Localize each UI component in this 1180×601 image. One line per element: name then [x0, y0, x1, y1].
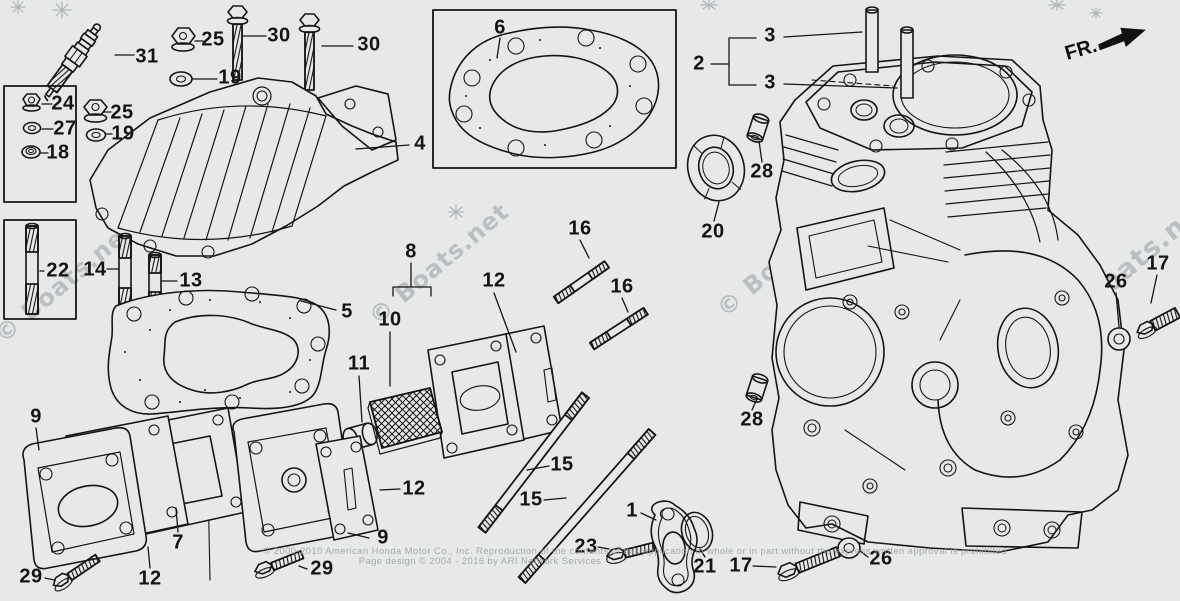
bolt-29-left [52, 553, 101, 592]
flange-bolt-30-right [298, 13, 321, 91]
footer-copyright-line: © 2000-2010 American Honda Motor Co., In… [263, 546, 1007, 557]
part-label-19: 19 [111, 122, 135, 145]
cooling-fins [781, 134, 1059, 243]
part-label-23: 23 [574, 535, 598, 558]
part-label-15: 15 [519, 488, 543, 511]
part-label-16: 16 [568, 217, 592, 240]
dowel-pin-28-top [746, 113, 770, 143]
detail-boxes [3, 9, 677, 320]
footer-page-design-line: Page design © 2004 - 2016 by ARI Network… [358, 556, 602, 567]
dowel-pin-28-bottom [745, 373, 769, 403]
part-label-6: 6 [494, 16, 506, 39]
part-label-15: 15 [550, 453, 574, 476]
part-label-18: 18 [46, 141, 70, 164]
head-gasket-5 [107, 286, 331, 415]
head-cover-gasket-6 [448, 26, 660, 159]
fr-arrow-icon [1098, 27, 1147, 51]
part-label-3: 3 [764, 71, 776, 94]
part-label-11: 11 [347, 352, 371, 375]
part-label-14: 14 [83, 258, 107, 281]
stud-15-upper [477, 391, 590, 534]
part-label-12: 12 [138, 567, 162, 590]
washer-27 [22, 121, 42, 135]
reed-cover-9-left [22, 426, 148, 570]
flange-nut-25-mid [83, 99, 108, 123]
reed-valve-10 [367, 387, 443, 455]
part-label-16: 16 [610, 275, 634, 298]
part-label-9: 9 [377, 526, 389, 549]
part-label-26: 26 [1104, 270, 1128, 293]
bolt-29-right [254, 550, 305, 579]
stud-15-lower [517, 428, 657, 584]
flange-bolt-30-left [226, 5, 249, 81]
part-label-28: 28 [750, 160, 774, 183]
washer-26-bottom [837, 537, 861, 559]
nut-24 [22, 93, 41, 112]
part-label-26: 26 [869, 547, 893, 570]
reed-valve-plate [427, 333, 525, 459]
reed-gasket-12-right [315, 435, 379, 541]
part-label-20: 20 [701, 220, 725, 243]
part-label-19: 19 [218, 66, 242, 89]
part-label-29: 29 [19, 565, 43, 588]
part-label-13: 13 [179, 269, 203, 292]
part-label-3: 3 [764, 24, 776, 47]
gasket-stipple [124, 299, 311, 403]
stud-22 [25, 222, 39, 315]
part-label-21: 21 [693, 555, 717, 578]
part-label-1: 1 [626, 499, 638, 522]
washer-19-top [169, 71, 193, 87]
part-label-7: 7 [172, 531, 184, 554]
leader-lines [35, 31, 1158, 581]
flange-nut-25-top [171, 27, 196, 52]
part-label-2: 2 [693, 52, 705, 75]
part-label-31: 31 [135, 45, 159, 68]
part-label-29: 29 [310, 557, 334, 580]
part-label-17: 17 [729, 554, 753, 577]
washer-18 [21, 145, 41, 159]
part-label-12: 12 [402, 477, 426, 500]
detail-box-nuts [3, 85, 77, 203]
watermark-flourish [10, 0, 1103, 220]
part-label-30: 30 [267, 24, 291, 47]
cylinder-head-cover-4 [89, 77, 399, 259]
part-label-25: 25 [201, 28, 225, 51]
part-label-22: 22 [46, 259, 70, 282]
o-ring-21 [680, 511, 714, 553]
part-label-9: 9 [30, 405, 42, 428]
part-label-30: 30 [357, 33, 381, 56]
cylinder-block-drawing [768, 54, 1129, 553]
detail-box-stud [3, 219, 77, 320]
part-label-8: 8 [405, 240, 417, 263]
part-label-28: 28 [740, 408, 764, 431]
washer-19-mid [85, 128, 107, 142]
part-label-4: 4 [414, 132, 426, 155]
stud-16-lower [589, 306, 649, 351]
part-label-17: 17 [1146, 252, 1170, 275]
part-label-12: 12 [482, 269, 506, 292]
part-label-5: 5 [341, 300, 353, 323]
spark-plug-31 [43, 23, 102, 102]
stud-16-upper [552, 260, 610, 305]
oil-seal-20 [686, 134, 746, 202]
detail-box-gasket [432, 9, 677, 169]
bolt-17-right [1136, 307, 1180, 340]
washer-26-right [1107, 327, 1131, 351]
cylinder-studs-3 [865, 6, 914, 99]
part-label-24: 24 [51, 92, 75, 115]
bolt-23 [605, 541, 656, 564]
part-label-10: 10 [378, 308, 402, 331]
part-label-25: 25 [110, 101, 134, 124]
bolt-17-bottom [777, 546, 841, 582]
part-label-27: 27 [53, 117, 77, 140]
fr-direction-indicator: FR. [1062, 19, 1152, 68]
